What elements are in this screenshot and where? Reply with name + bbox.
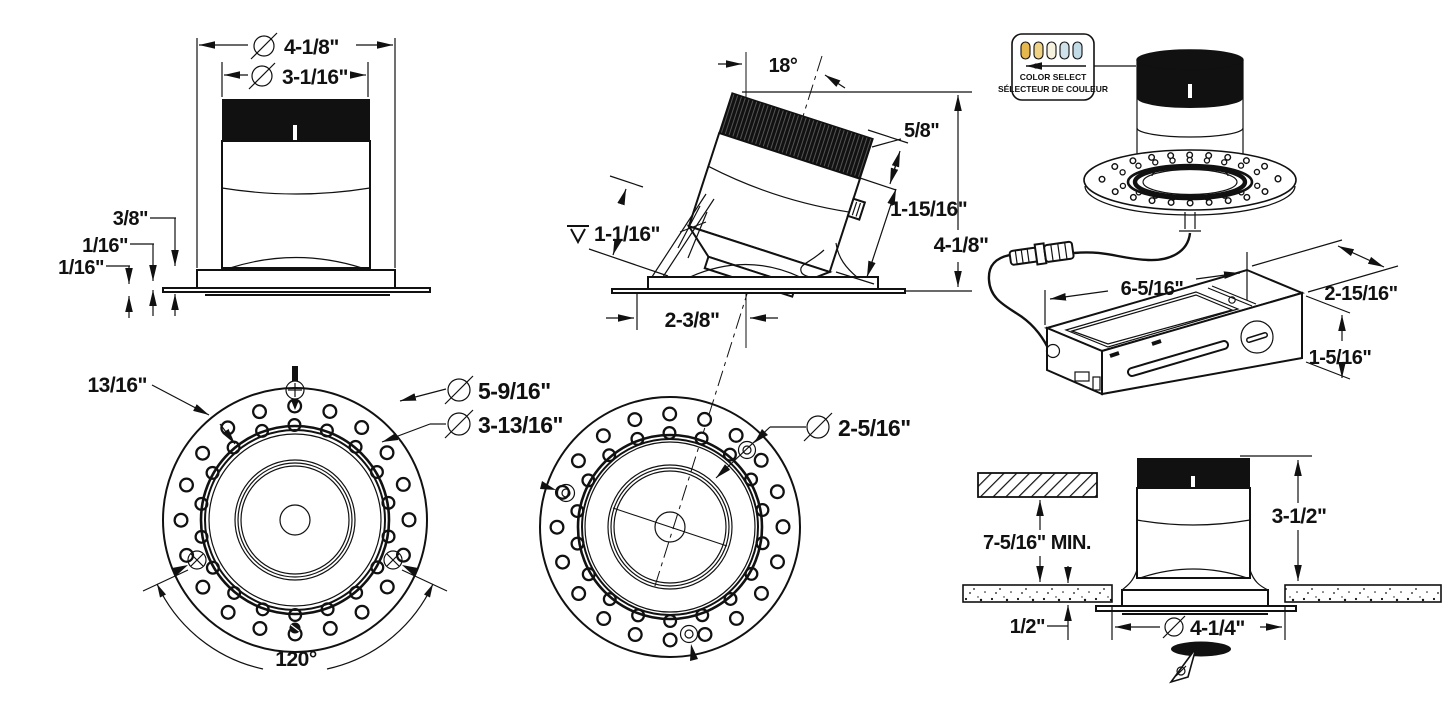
color-select-callout: COLOR SELECT SÉLECTEUR DE COULEUR — [998, 33, 1136, 101]
mounting-screw-right — [383, 550, 418, 576]
front-flange — [196, 269, 396, 289]
dim-front-plate-thickness: 1/16" — [58, 257, 104, 279]
iso-aperture — [1132, 164, 1248, 200]
view-face: 13/16" 5-9/16" 3-13/16" 120° — [87, 366, 563, 671]
dim-front-inner-diameter: 3-1/16" — [282, 66, 348, 89]
tilt-flange — [647, 276, 879, 290]
front-band-indicator-notch — [293, 125, 297, 140]
trim-ring-outer — [199, 424, 391, 616]
dim-band-height: 5/8" — [904, 120, 939, 142]
dim-box-depth: 2-15/16" — [1324, 283, 1397, 305]
dim-aperture-diameter: 2-5/16" — [838, 415, 911, 441]
diameter-icon — [444, 409, 474, 439]
wire-harness — [987, 232, 1192, 349]
install-body — [1136, 487, 1251, 579]
diameter-icon — [250, 32, 278, 60]
install-flange — [1121, 589, 1269, 607]
diameter-icon — [248, 62, 276, 90]
swatch-5 — [1072, 41, 1083, 60]
front-body — [221, 140, 371, 269]
quick-connector — [1008, 240, 1075, 266]
dim-screw-spacing-angle: 120° — [275, 648, 317, 671]
view-aperture: 2-5/16" — [539, 396, 911, 661]
depth-symbol-icon — [567, 225, 589, 245]
swatch-1 — [1020, 41, 1031, 60]
dim-tilt-angle: 18° — [769, 55, 798, 77]
ceiling-left — [962, 584, 1113, 603]
dim-face-trim-diameter: 3-13/16" — [478, 412, 563, 438]
dim-regress-depth: 1-1/16" — [594, 223, 660, 246]
dim-box-height: 1-5/16" — [1309, 347, 1372, 369]
tilted-fixture — [686, 92, 874, 298]
dim-ceiling-thickness: 1/2" — [1010, 616, 1045, 638]
reflector — [234, 459, 356, 581]
view-front-elevation: 4-1/8" 3-1/16" 3/8" 1/16" 1/16" — [58, 32, 431, 318]
structure-above — [977, 472, 1098, 498]
dim-tilt-offset: 2-3/8" — [665, 309, 720, 332]
ceiling-right — [1284, 584, 1442, 603]
dim-front-outer-diameter: 4-1/8" — [284, 36, 339, 59]
dim-face-outer-diameter: 5-9/16" — [478, 378, 551, 404]
install-mud-plate — [1095, 605, 1297, 612]
cable-grommet — [1045, 343, 1061, 359]
diameter-icon — [444, 375, 474, 405]
color-select-label-en: COLOR SELECT — [1020, 72, 1087, 82]
slider-icon — [1026, 62, 1086, 70]
knockout — [1240, 320, 1274, 354]
dim-flange-band: 13/16" — [87, 374, 147, 397]
dim-box-length: 6-5/16" — [1121, 278, 1184, 300]
swatch-4 — [1059, 41, 1070, 60]
swatch-2 — [1033, 41, 1044, 60]
torsion-screw-s — [679, 624, 699, 661]
dim-body-length: 1-15/16" — [890, 198, 967, 221]
dim-min-clearance: 7-5/16" MIN. — [983, 532, 1091, 554]
mud-flange-2 — [539, 396, 801, 658]
dim-overall-height: 4-1/8" — [934, 234, 989, 257]
trim-ring-outer-2 — [576, 433, 764, 621]
dim-front-flange-lip: 1/16" — [82, 235, 128, 257]
swatch-3 — [1046, 41, 1057, 60]
dim-hole-diameter: 4-1/4" — [1190, 617, 1245, 640]
color-select-label-fr: SÉLECTEUR DE COULEUR — [998, 84, 1108, 94]
driver-junction-box — [1043, 268, 1306, 396]
view-tilted-elevation: 18° 5/8" 1-15/16" 4-1/8" 1-1/16" 2-3/8" — [567, 52, 994, 590]
view-installation: 7-5/16" MIN. 1/2" 3-1/2" 4-1/4" — [962, 455, 1442, 684]
crosshair-line — [612, 507, 728, 547]
center-hole — [279, 504, 311, 536]
dim-front-flange-height: 3/8" — [113, 208, 148, 230]
diameter-icon — [1162, 615, 1186, 639]
hole-cut-tool-icon — [1168, 641, 1231, 684]
mounting-screw-top — [285, 366, 305, 410]
color-swatch-row — [1020, 41, 1083, 60]
front-mud-plate — [162, 287, 431, 293]
bottom-set-screw — [289, 622, 301, 634]
diameter-icon — [803, 412, 833, 442]
mounting-screw-left — [172, 550, 207, 576]
center-hole-2 — [654, 511, 686, 543]
tilt-mud-plate — [611, 288, 906, 294]
iso-fixture — [1083, 49, 1297, 232]
yoke-mechanism — [647, 193, 859, 287]
dim-height-above-ceiling: 3-1/2" — [1272, 505, 1327, 528]
torsion-screw-w — [540, 481, 576, 503]
view-isometric: COLOR SELECT SÉLECTEUR DE COULEUR — [987, 33, 1398, 396]
